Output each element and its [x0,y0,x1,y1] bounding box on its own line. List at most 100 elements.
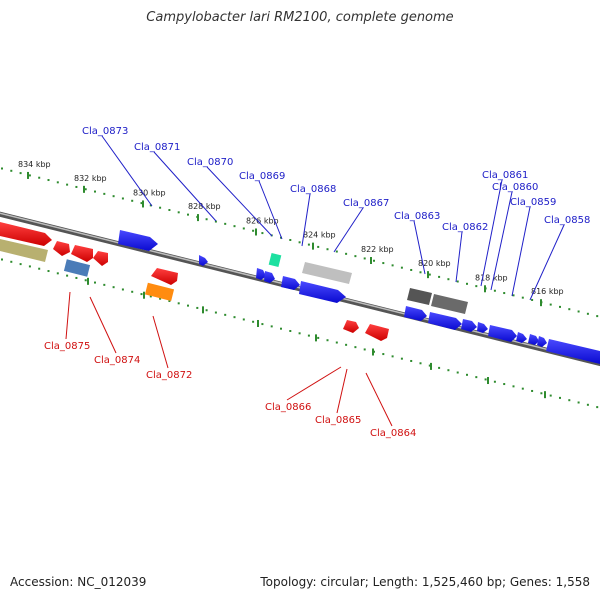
gene-cla-0859a[interactable] [461,319,477,332]
label-leader [333,207,364,253]
scale-dot [75,185,78,188]
scale-dot [493,380,496,383]
label-leader [336,368,348,414]
gene-cla-0874r[interactable] [71,245,93,262]
gene-cla-0859b[interactable] [477,322,488,333]
scale-dot [586,403,589,406]
gene-cla-0863[interactable] [407,288,432,305]
scale-label: 830 kbp [133,188,166,197]
gene-cla-0860[interactable] [428,312,462,330]
gene-label-reverse[interactable]: Cla_0866 [265,402,311,413]
gene-label-forward[interactable]: Cla_0873 [82,126,128,137]
scale-dot [47,179,50,182]
label-leader [413,220,426,275]
scale-dot [289,238,292,241]
gene-label-forward[interactable]: Cla_0861 [482,170,528,181]
scale-dot [66,183,69,186]
label-leader [258,180,283,240]
scale-dot [75,276,78,279]
gene-cla-0857a[interactable] [528,334,539,345]
gene-label-forward[interactable]: Cla_0868 [290,184,336,195]
gene-label-reverse[interactable]: Cla_0872 [146,370,192,381]
scale-dot [56,272,59,275]
major-tick [540,299,542,307]
scale-dot [307,334,310,337]
scale-dot [531,389,534,392]
scale-dot [168,300,171,303]
gene-cla-0875r[interactable] [53,241,70,256]
gene-cla-0872r[interactable] [151,268,178,285]
gene-cla-0865[interactable] [365,324,389,341]
gene-label-forward[interactable]: Cla_0871 [134,142,180,153]
scale-dot [559,396,561,399]
scale-dot [345,343,348,346]
gene-cla-0857b[interactable] [537,336,547,347]
scale-dot [19,172,22,175]
gene-cla-0861[interactable] [404,306,427,321]
gene-cla-0866[interactable] [343,320,359,333]
gene-cla-0858a[interactable] [488,325,517,342]
major-tick [487,377,489,385]
scale-dot [131,290,134,293]
gene-label-forward[interactable]: Cla_0870 [187,157,233,168]
gene-label-forward[interactable]: Cla_0860 [492,182,538,193]
label-leader [529,224,565,301]
gene-cla-0874b[interactable] [93,251,108,266]
gene-label-reverse[interactable]: Cla_0875 [44,341,90,352]
gene-label-reverse[interactable]: Cla_0874 [94,355,140,366]
scale-dot [233,225,236,228]
gene-cla-0868a[interactable] [256,268,266,280]
scale-dot [214,311,217,314]
gene-cla-0876[interactable] [0,239,48,262]
scale-dot [512,385,515,388]
scale-dot [28,174,31,177]
gene-cla-0862[interactable] [431,294,468,314]
scale-dot [456,280,459,283]
scale-dot [521,387,524,390]
label-leader [153,151,217,222]
scale-dot [261,323,264,326]
scale-dot [149,295,152,298]
gene-label-forward[interactable]: Cla_0859 [510,197,556,208]
gene-cla-0873[interactable] [118,230,158,251]
scale-dot [484,378,487,381]
major-tick [87,277,89,285]
scale-dot [503,292,506,295]
gene-label-forward[interactable]: Cla_0863 [394,211,440,222]
gene-cla-0856[interactable] [546,339,600,364]
gene-cla-0868b[interactable] [264,271,275,283]
scale-label: 822 kbp [361,245,394,254]
scale-dot [121,288,124,291]
gene-cla-0867a[interactable] [281,276,300,290]
gene-label-forward[interactable]: Cla_0858 [544,215,590,226]
scale-dot [577,310,580,313]
scale-dot [121,197,124,200]
scale-dot [159,297,162,300]
scale-dot [66,274,69,277]
gene-cla-0875[interactable] [63,259,91,277]
gene-label-reverse[interactable]: Cla_0864 [370,428,416,439]
gene-cla-0872[interactable] [144,282,175,301]
scale-dot [400,357,403,360]
major-tick [142,200,144,208]
gene-label-forward[interactable]: Cla_0867 [343,198,389,209]
major-tick [27,171,29,179]
gene-cla-0870[interactable] [199,255,208,266]
scale-dot [298,332,301,335]
gene-cla-0869[interactable] [268,252,282,268]
gene-cla-0877[interactable] [0,222,52,246]
map-title: Campylobacter lari RM2100, complete geno… [146,10,454,25]
gene-label-forward[interactable]: Cla_0862 [442,222,488,233]
scale-label: 826 kbp [246,216,279,225]
scale-dot [391,264,394,267]
scale-dot [373,259,375,262]
gene-cla-0867b[interactable] [299,281,346,303]
scale-dot [19,263,22,266]
gene-label-reverse[interactable]: Cla_0865 [315,415,361,426]
scale-dot [149,204,152,207]
gene-cla-0858b[interactable] [516,332,527,343]
gene-label-forward[interactable]: Cla_0869 [239,171,285,182]
label-leader [511,206,531,297]
scale-dot [363,257,366,260]
gene-pseudo-grey[interactable] [302,262,352,284]
